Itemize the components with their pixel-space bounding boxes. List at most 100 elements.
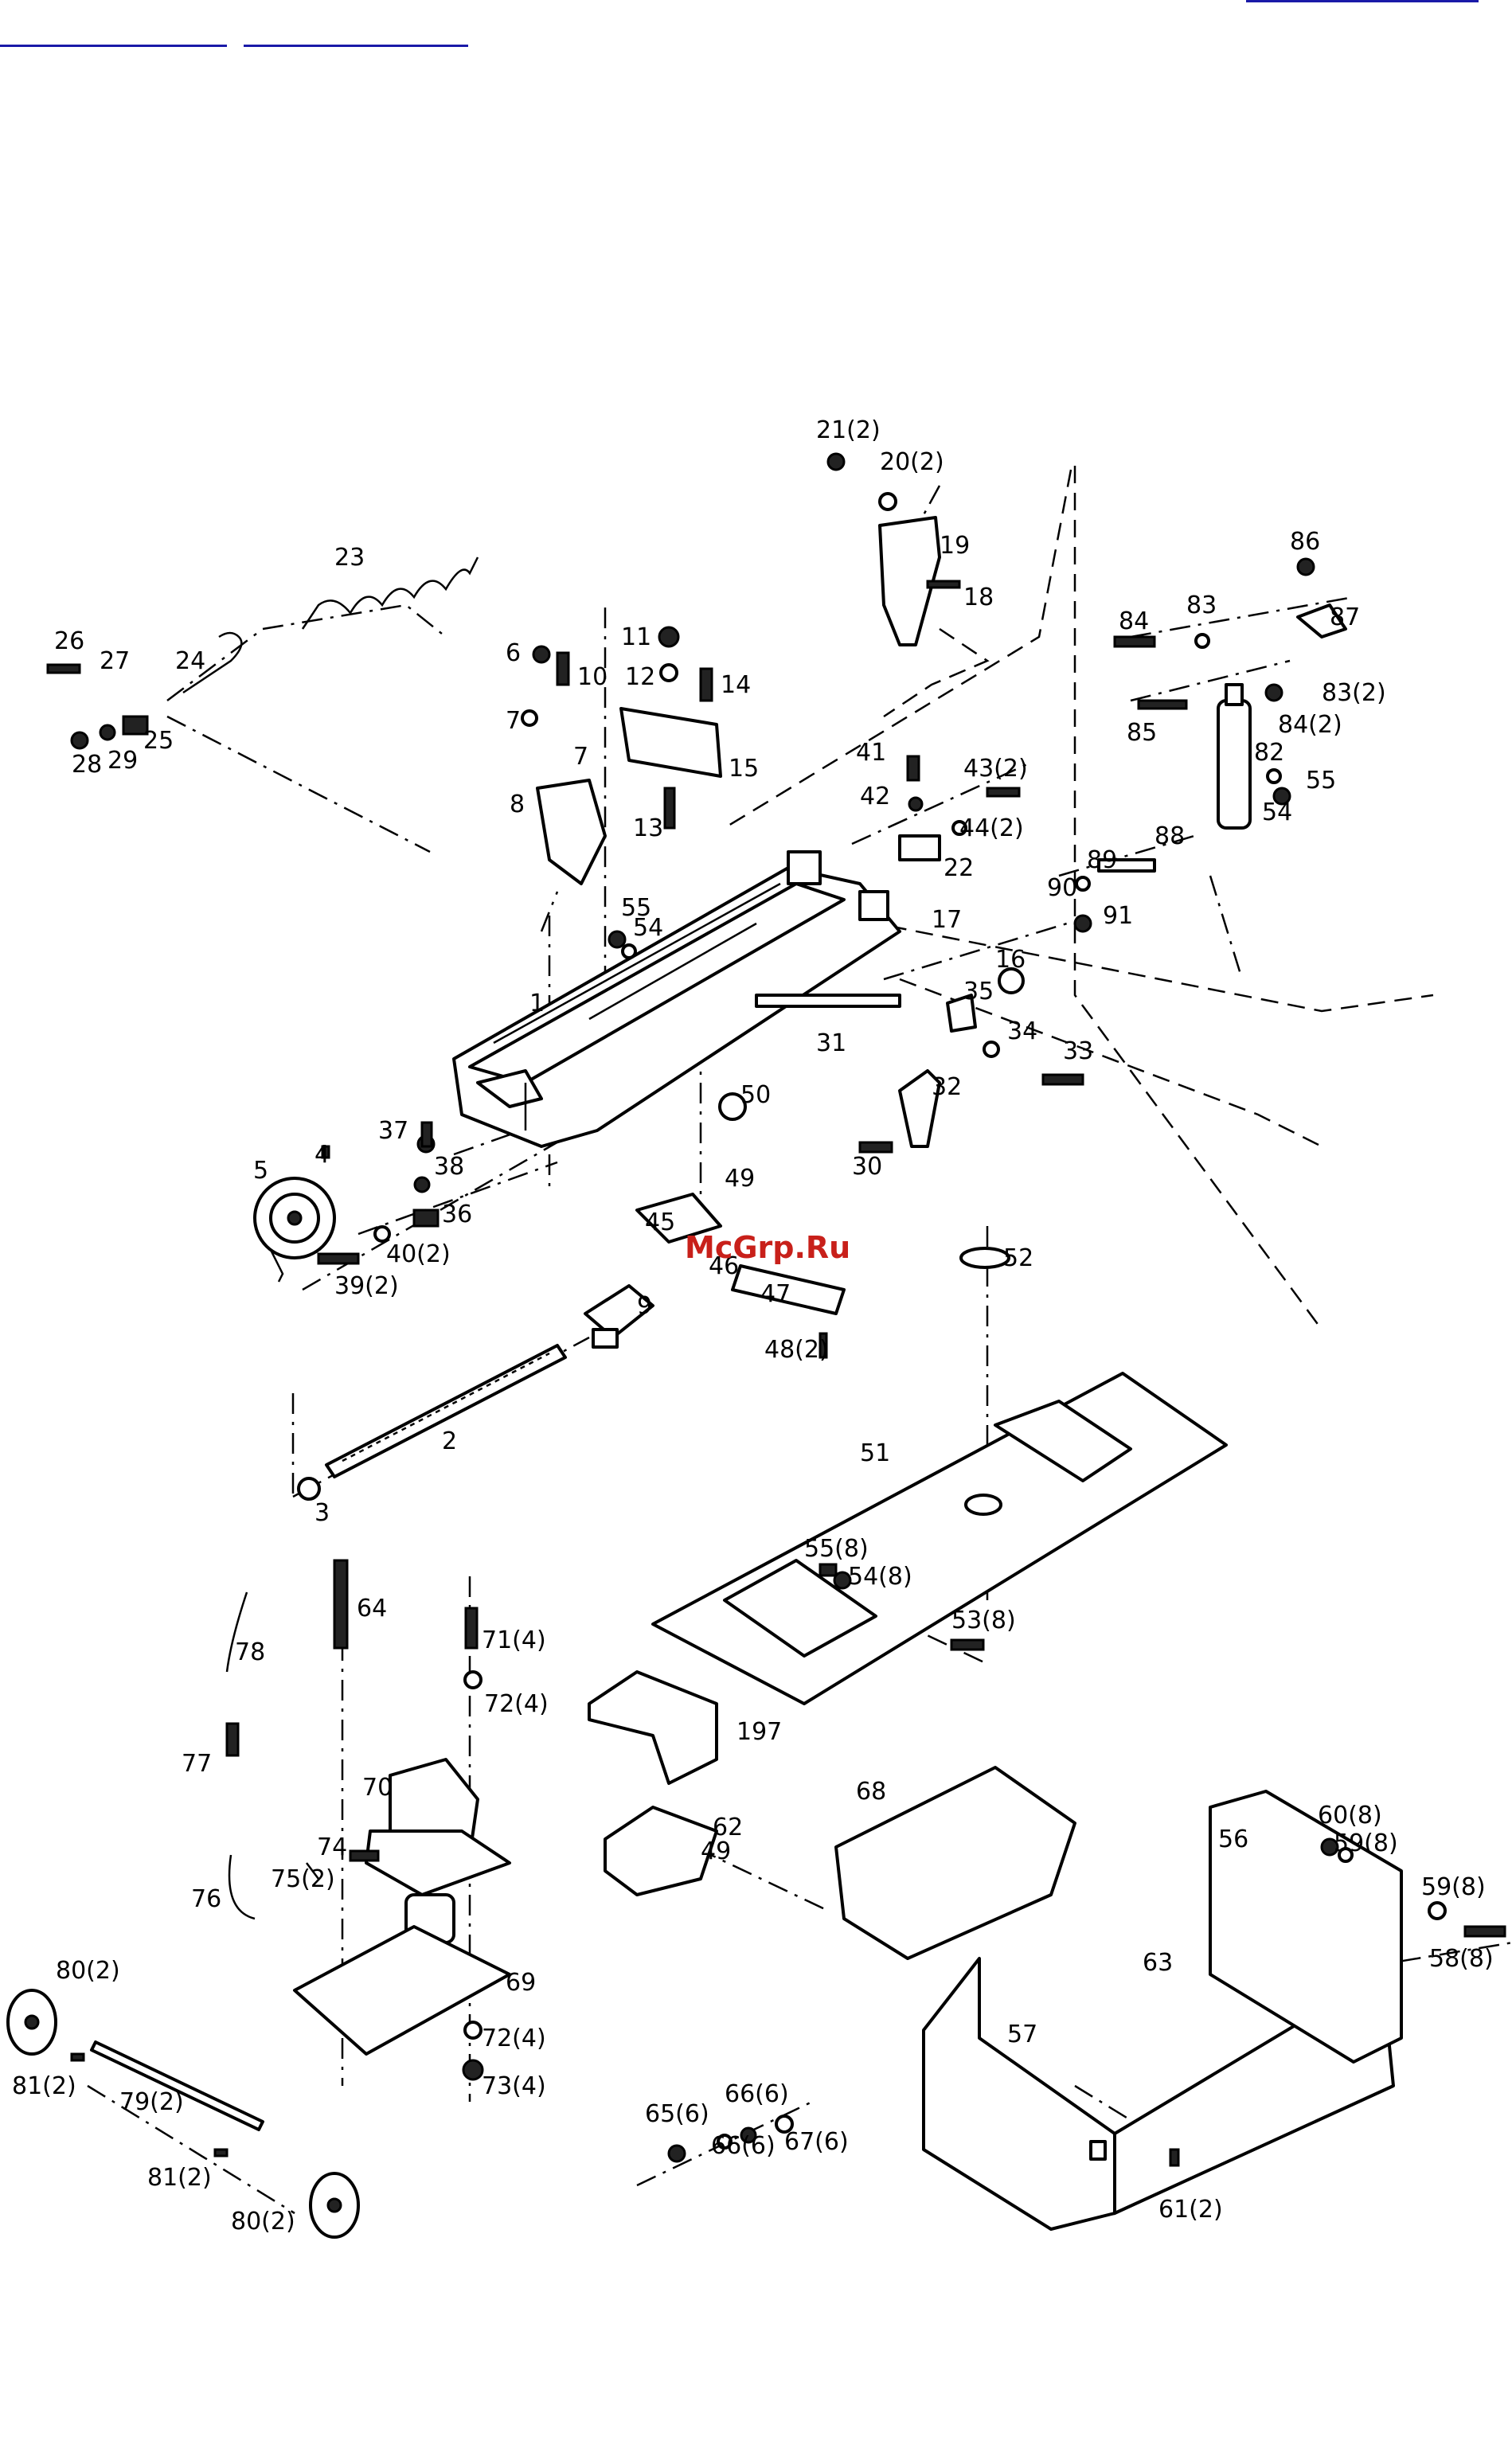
cylinder-part xyxy=(1217,683,1252,830)
callout-c48: 48(2) xyxy=(764,1336,829,1364)
callout-c51: 51 xyxy=(860,1439,890,1467)
callout-c5: 5 xyxy=(253,1157,268,1185)
lead-screw-part xyxy=(297,1344,567,1501)
callout-c14: 14 xyxy=(721,671,751,699)
callout-c9: 9 xyxy=(637,1292,652,1320)
callout-c72a: 72(4) xyxy=(484,1690,549,1718)
callout-c29: 29 xyxy=(107,747,138,775)
callout-c28: 28 xyxy=(72,751,102,779)
callout-c89: 89 xyxy=(1087,846,1117,874)
axle-part xyxy=(90,2040,264,2131)
callout-c13: 13 xyxy=(633,814,663,842)
callout-c33: 33 xyxy=(1063,1037,1093,1065)
callout-c10: 10 xyxy=(577,663,608,691)
hose-part xyxy=(225,1591,256,1920)
callout-c2: 2 xyxy=(442,1427,457,1455)
callout-c42: 42 xyxy=(860,783,890,810)
callout-c49b: 49 xyxy=(701,1837,731,1865)
junction-box-part xyxy=(604,1806,718,1896)
base-tray-part xyxy=(651,1372,1228,1705)
callout-c66a: 66(6) xyxy=(725,2080,789,2108)
callout-c19: 19 xyxy=(940,532,970,560)
callout-c39: 39(2) xyxy=(334,1272,399,1300)
callout-c21: 21(2) xyxy=(816,416,881,444)
callout-c6: 6 xyxy=(506,639,521,667)
callout-c56: 56 xyxy=(1218,1826,1248,1853)
nut-block-part xyxy=(584,1284,654,1349)
hook-part xyxy=(182,631,243,694)
callout-c81a: 81(2) xyxy=(12,2072,76,2100)
callout-c55b: 55 xyxy=(1306,767,1336,795)
callout-c71: 71(4) xyxy=(482,1626,546,1654)
callout-c35: 35 xyxy=(963,978,994,1006)
watermark-text: McGrp.Ru xyxy=(685,1230,850,1265)
callout-c31: 31 xyxy=(816,1029,846,1057)
callout-c58: 58(8) xyxy=(1429,1945,1494,1973)
callout-c79: 79(2) xyxy=(119,2088,184,2116)
callout-c84a: 84 xyxy=(1119,607,1149,635)
handwheel-part xyxy=(253,1177,336,1283)
callout-c38: 38 xyxy=(434,1153,464,1181)
stand-part xyxy=(922,1790,1403,2231)
callout-c18: 18 xyxy=(963,584,994,611)
lever-arm-part xyxy=(878,516,941,646)
callout-c64: 64 xyxy=(357,1595,387,1622)
callout-c77: 77 xyxy=(182,1750,212,1778)
callout-c75: 75(2) xyxy=(271,1865,335,1893)
callout-c73: 73(4) xyxy=(482,2072,546,2100)
bracket-part xyxy=(536,779,607,885)
callout-c12: 12 xyxy=(625,663,655,691)
callout-c87: 87 xyxy=(1330,603,1360,631)
callout-c50: 50 xyxy=(740,1081,771,1109)
callout-c37: 37 xyxy=(378,1117,408,1145)
callout-c47: 47 xyxy=(760,1280,791,1308)
callout-c49a: 49 xyxy=(725,1165,755,1193)
callout-c20: 20(2) xyxy=(880,448,944,476)
callout-c22: 22 xyxy=(944,854,974,882)
cover-part xyxy=(588,1670,718,1785)
callout-c27: 27 xyxy=(100,647,130,675)
callout-c63: 63 xyxy=(1143,1949,1173,1977)
callout-c17: 17 xyxy=(932,906,962,934)
callout-c82: 82 xyxy=(1254,739,1284,767)
callout-c54c: 54(8) xyxy=(848,1563,912,1591)
switch-part xyxy=(635,1193,722,1244)
callout-c69: 69 xyxy=(506,1969,536,1997)
callout-c16: 16 xyxy=(995,946,1026,974)
callout-c66b: 66(6) xyxy=(711,2132,776,2160)
callout-c80a: 80(2) xyxy=(56,1957,120,1985)
callout-c4: 4 xyxy=(315,1141,330,1169)
callout-c34: 34 xyxy=(1007,1017,1037,1045)
callout-c46: 46 xyxy=(709,1252,739,1280)
callout-c45: 45 xyxy=(645,1209,675,1236)
callout-c11: 11 xyxy=(621,623,651,651)
callout-c55a: 55 xyxy=(621,894,651,922)
callout-c197: 197 xyxy=(736,1718,782,1746)
switch-plate-part xyxy=(731,1264,846,1315)
pump-part xyxy=(365,1758,511,1944)
callout-c8: 8 xyxy=(510,791,525,818)
callout-c54a: 54 xyxy=(633,914,663,942)
callout-labels: 12345677891011121314151617181920(2)21(2)… xyxy=(12,416,1494,2236)
callout-c76: 76 xyxy=(191,1885,221,1913)
callout-c91: 91 xyxy=(1103,902,1133,930)
callout-c83b: 83(2) xyxy=(1322,679,1386,707)
callout-c86: 86 xyxy=(1290,528,1320,556)
callout-c57: 57 xyxy=(1007,2021,1037,2048)
spring-part xyxy=(301,556,479,630)
callout-c67: 67(6) xyxy=(784,2128,849,2156)
header-link-2[interactable] xyxy=(0,45,227,47)
callout-c59a: 59(8) xyxy=(1334,1829,1398,1857)
callout-c54b: 54 xyxy=(1262,799,1292,826)
callout-c55c: 55(8) xyxy=(804,1535,869,1563)
callout-c70: 70 xyxy=(362,1774,393,1802)
callout-c24: 24 xyxy=(175,647,205,675)
hardware-parts xyxy=(46,452,1506,2167)
callout-c23: 23 xyxy=(334,544,365,572)
header-link-3[interactable] xyxy=(244,45,468,47)
callout-c74: 74 xyxy=(317,1833,347,1861)
wheel-left-part xyxy=(6,1989,57,2056)
header-link-1[interactable] xyxy=(1246,0,1479,2)
callout-c3: 3 xyxy=(315,1499,330,1527)
callout-c32: 32 xyxy=(932,1073,962,1101)
